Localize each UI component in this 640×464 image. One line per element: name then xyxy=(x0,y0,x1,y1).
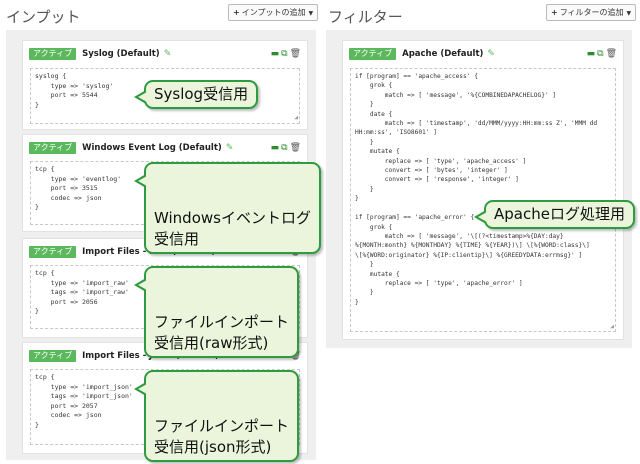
trash-icon[interactable]: 🗑 xyxy=(605,49,617,59)
callout-apache: Apacheログ処理用 xyxy=(474,200,635,229)
config-code: syslog { type => 'syslog' port => 5544 } xyxy=(35,72,114,109)
card-title: Apache (Default) xyxy=(402,49,484,59)
filter-card-apache: アクティブ Apache (Default) ✎ ▬ ⧉ 🗑 if [progr… xyxy=(342,40,624,340)
add-filter-label: フィルターの追加 xyxy=(559,8,624,17)
add-input-label: インプットの追加 xyxy=(241,8,306,17)
add-filter-button[interactable]: +フィルターの追加▼ xyxy=(546,4,637,21)
callout-text: Windowsイベントログ 受信用 xyxy=(154,209,311,248)
config-code: tcp { type => 'eventlog' port => 3515 co… xyxy=(35,165,122,212)
callout-text: Syslog受信用 xyxy=(154,85,249,103)
caret-down-icon: ▼ xyxy=(626,10,632,17)
callout-text: ファイルインポート 受信用(json形式) xyxy=(154,417,290,456)
resize-handle[interactable]: ◢ xyxy=(610,322,614,330)
config-code: tcp { type => 'import_raw' tags => 'impo… xyxy=(35,269,129,316)
copy-icon[interactable]: ⧉ xyxy=(281,49,288,59)
trash-icon[interactable]: 🗑 xyxy=(289,143,301,153)
config-textarea[interactable]: if [program] == 'apache_access' { grok {… xyxy=(350,68,616,332)
config-code: if [program] == 'apache_access' { grok {… xyxy=(355,73,598,306)
input-section-title: インプット xyxy=(6,8,81,26)
status-badge: アクティブ xyxy=(29,142,77,154)
config-code: tcp { type => 'import_json' tags => 'imp… xyxy=(35,373,133,429)
plus-icon: + xyxy=(551,8,558,17)
callout-pointer-fill xyxy=(138,280,147,290)
minus-icon[interactable]: ▬ xyxy=(586,49,596,59)
pencil-icon[interactable]: ✎ xyxy=(163,49,172,59)
status-badge: アクティブ xyxy=(29,350,77,362)
callout-text: ファイルインポート 受信用(raw形式) xyxy=(154,313,290,352)
copy-icon[interactable]: ⧉ xyxy=(597,49,604,59)
minus-icon[interactable]: ▬ xyxy=(270,49,280,59)
card-title: Syslog (Default) xyxy=(82,49,160,59)
status-badge: アクティブ xyxy=(349,48,397,60)
callout-pointer-fill xyxy=(138,92,147,102)
callout-pointer-fill xyxy=(138,176,147,186)
callout-eventlog: Windowsイベントログ 受信用 xyxy=(134,162,321,254)
card-title: Windows Event Log (Default) xyxy=(82,143,222,153)
status-badge: アクティブ xyxy=(29,48,77,60)
trash-icon[interactable]: 🗑 xyxy=(289,49,301,59)
status-badge: アクティブ xyxy=(29,246,77,258)
copy-icon[interactable]: ⧉ xyxy=(281,143,288,153)
filter-section-title: フィルター xyxy=(328,8,403,26)
resize-handle[interactable]: ◢ xyxy=(294,114,298,122)
caret-down-icon: ▼ xyxy=(308,10,314,17)
filter-panel: アクティブ Apache (Default) ✎ ▬ ⧉ 🗑 if [progr… xyxy=(326,30,632,348)
callout-pointer-fill xyxy=(478,212,487,222)
callout-syslog: Syslog受信用 xyxy=(134,80,259,109)
plus-icon: + xyxy=(233,8,240,17)
config-textarea[interactable]: syslog { type => 'syslog' port => 5544 }… xyxy=(30,68,300,124)
callout-pointer-fill xyxy=(138,384,147,394)
callout-import-raw: ファイルインポート 受信用(raw形式) xyxy=(134,266,300,358)
callout-text: Apacheログ処理用 xyxy=(494,205,625,223)
add-input-button[interactable]: +インプットの追加▼ xyxy=(228,4,319,21)
pencil-icon[interactable]: ✎ xyxy=(225,143,234,153)
callout-import-json: ファイルインポート 受信用(json形式) xyxy=(134,370,300,462)
pencil-icon[interactable]: ✎ xyxy=(487,49,495,59)
minus-icon[interactable]: ▬ xyxy=(270,143,280,153)
